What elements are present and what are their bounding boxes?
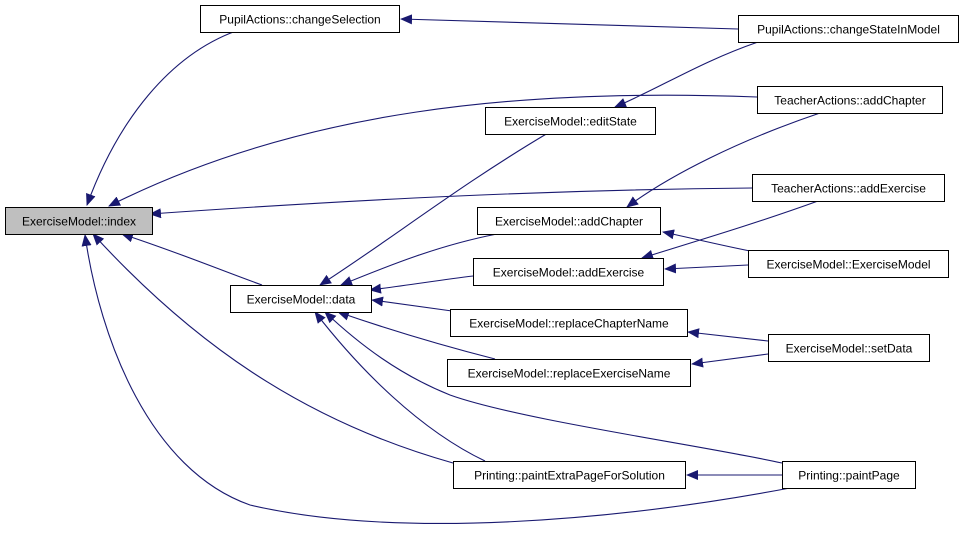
node-label: TeacherActions::addExercise [771, 182, 926, 196]
node-label: ExerciseModel::ExerciseModel [766, 258, 930, 272]
node-label: ExerciseModel::replaceExerciseName [468, 367, 671, 381]
edge-arrow [319, 132, 549, 286]
node-editState[interactable]: ExerciseModel::editState [485, 107, 656, 135]
node-data[interactable]: ExerciseModel::data [230, 285, 372, 313]
node-box[interactable] [748, 250, 949, 278]
node-box[interactable] [473, 258, 664, 286]
node-addChapter[interactable]: ExerciseModel::addChapter [477, 207, 661, 235]
edge-arrow [371, 296, 453, 312]
edge-teacherAddChapter-to-index [108, 94, 758, 207]
node-box[interactable] [450, 309, 688, 337]
edge-addChapter-to-data [340, 233, 498, 286]
edge-replaceExerciseName-to-data [337, 310, 496, 360]
node-addExercise[interactable]: ExerciseModel::addExercise [473, 258, 664, 286]
edge-arrow [81, 234, 791, 524]
node-exerciseModel[interactable]: ExerciseModel::ExerciseModel [748, 250, 949, 278]
edge-arrow [369, 275, 474, 294]
node-label: ExerciseModel::replaceChapterName [469, 317, 669, 331]
nodes-layer: ExerciseModel::index PupilActions::change… [5, 5, 959, 489]
edge-arrow [662, 229, 751, 252]
node-replaceExerciseName[interactable]: ExerciseModel::replaceExerciseName [447, 359, 691, 387]
node-paintPage[interactable]: Printing::paintPage [782, 461, 916, 489]
edge-addExercise-to-data [369, 275, 474, 294]
edge-exerciseModel-to-addChapter [662, 229, 751, 252]
edge-arrow [86, 30, 237, 206]
edge-exerciseModel-to-addExercise [664, 263, 749, 274]
node-box[interactable] [768, 334, 930, 362]
node-label: TeacherActions::addChapter [774, 94, 925, 108]
edge-arrow [691, 353, 769, 368]
node-teacherAddExercise[interactable]: TeacherActions::addExercise [752, 174, 945, 202]
edge-paintPage-to-index [81, 234, 791, 524]
node-label: PupilActions::changeStateInModel [757, 23, 940, 37]
edge-arrow [626, 112, 821, 208]
node-changeStateInModel[interactable]: PupilActions::changeStateInModel [738, 15, 959, 43]
edge-paintPage-to-data [324, 311, 783, 464]
node-label: Printing::paintExtraPageForSolution [474, 469, 665, 483]
node-label: PupilActions::changeSelection [219, 13, 380, 27]
node-box[interactable] [757, 86, 943, 114]
node-box[interactable] [738, 15, 959, 43]
node-box[interactable] [782, 461, 916, 489]
edge-arrow [340, 233, 498, 286]
edge-paintExtraPage-to-index [92, 233, 454, 464]
edge-arrow [687, 328, 769, 342]
edge-changeStateInModel-to-changeSelection [400, 14, 739, 30]
node-label: ExerciseModel::data [247, 293, 356, 307]
edge-arrow [641, 200, 819, 260]
edge-replaceChapterName-to-data [371, 296, 453, 312]
node-label: ExerciseModel::index [22, 215, 136, 229]
node-box[interactable] [485, 107, 656, 135]
node-box[interactable] [752, 174, 945, 202]
edge-arrow [121, 232, 263, 286]
node-box[interactable] [453, 461, 686, 489]
node-changeSelection[interactable]: PupilActions::changeSelection [200, 5, 400, 33]
edge-arrow [92, 233, 454, 464]
edge-changeStateInModel-to-editState [614, 41, 759, 108]
edge-teacherAddChapter-to-addChapter [626, 112, 821, 208]
node-label: Printing::paintPage [798, 469, 900, 483]
edge-teacherAddExercise-to-addExercise [641, 200, 819, 260]
edge-teacherAddExercise-to-index [149, 187, 753, 219]
node-box[interactable] [447, 359, 691, 387]
edge-changeSelection-to-index [86, 30, 237, 206]
edge-arrow [400, 14, 739, 30]
edge-setData-to-replaceChapterName [687, 328, 769, 342]
node-teacherAddChapter[interactable]: TeacherActions::addChapter [757, 86, 943, 114]
node-box[interactable] [230, 285, 372, 313]
edge-arrow [324, 311, 783, 464]
node-label: ExerciseModel::editState [504, 115, 637, 129]
node-setData[interactable]: ExerciseModel::setData [768, 334, 930, 362]
edge-arrow [337, 310, 496, 360]
edge-arrow [314, 311, 486, 462]
node-box[interactable] [477, 207, 661, 235]
edge-data-to-index [121, 232, 263, 286]
node-replaceChapterName[interactable]: ExerciseModel::replaceChapterName [450, 309, 688, 337]
edge-setData-to-replaceExerciseName [691, 353, 769, 368]
node-index[interactable]: ExerciseModel::index [5, 207, 153, 235]
node-paintExtraPage[interactable]: Printing::paintExtraPageForSolution [453, 461, 686, 489]
edge-paintExtraPage-to-data [314, 311, 486, 462]
node-box[interactable] [200, 5, 400, 33]
node-box[interactable] [5, 207, 153, 235]
edge-arrow [108, 94, 758, 207]
edge-arrow [664, 263, 749, 274]
edges-layer [81, 14, 821, 524]
node-label: ExerciseModel::addExercise [493, 266, 645, 280]
edge-arrow [614, 41, 759, 108]
edge-arrow [149, 187, 753, 219]
node-label: ExerciseModel::setData [786, 342, 913, 356]
edge-editState-to-data [319, 132, 549, 286]
node-label: ExerciseModel::addChapter [495, 215, 643, 229]
